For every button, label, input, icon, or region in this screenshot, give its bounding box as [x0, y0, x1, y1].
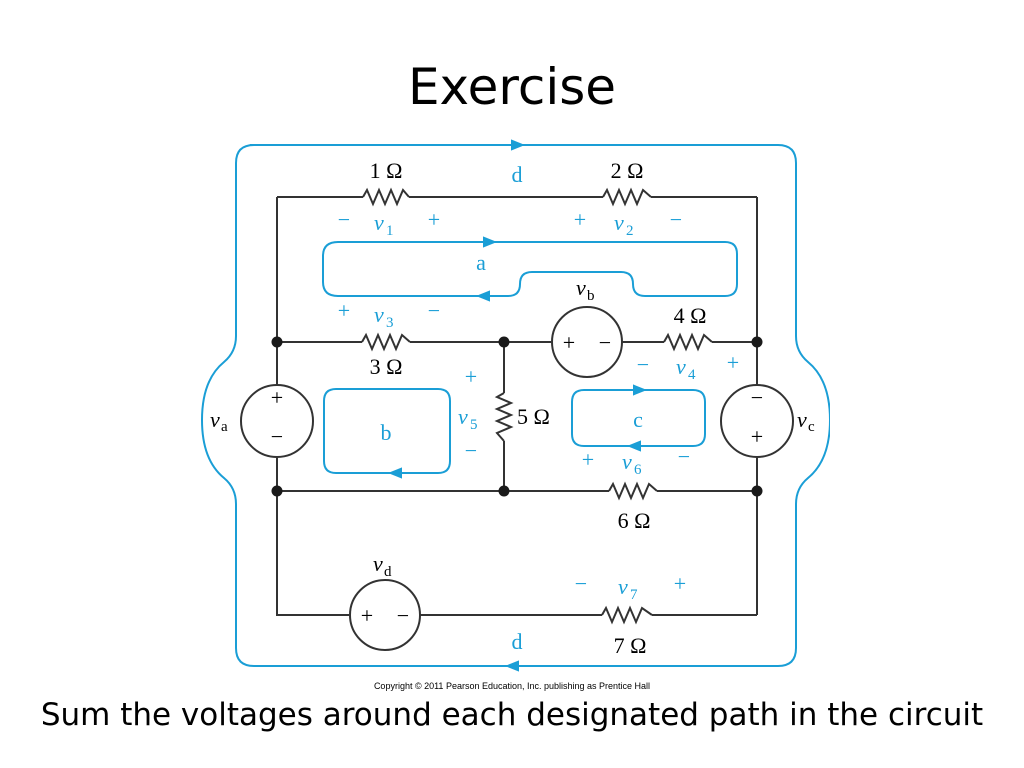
svg-text:v: v — [622, 449, 632, 474]
path-a-label: a — [476, 250, 486, 275]
svg-text:−: − — [428, 298, 440, 323]
voltage-v5: + v 5 − — [458, 364, 478, 463]
circuit-diagram: + − v a + − v b − + v c + − v d 1 Ω 2 Ω … — [200, 139, 830, 672]
svg-text:5: 5 — [470, 417, 478, 433]
svg-text:v: v — [797, 407, 807, 432]
path-c-label: c — [633, 407, 643, 432]
resistor-7-label: 7 Ω — [614, 633, 647, 658]
source-vc: − + v c — [720, 384, 815, 458]
resistor-3 — [361, 332, 411, 352]
resistor-6 — [608, 481, 658, 501]
voltage-v2: + v 2 − — [574, 207, 682, 239]
path-d-bottom-label: d — [512, 629, 523, 654]
resistor-1-label: 1 Ω — [370, 158, 403, 183]
svg-text:+: + — [465, 364, 477, 389]
svg-text:+: + — [674, 571, 686, 596]
voltage-v3: + v 3 − — [338, 298, 440, 331]
svg-text:−: − — [338, 207, 350, 232]
svg-text:v: v — [676, 354, 686, 379]
resistor-1 — [362, 187, 410, 207]
svg-text:6: 6 — [634, 462, 642, 478]
path-loops — [200, 139, 830, 672]
svg-text:−: − — [751, 385, 763, 410]
voltage-labels: − v 1 + + v 2 − + v 3 − − v 4 + + v 5 − — [338, 207, 739, 603]
svg-text:−: − — [637, 352, 649, 377]
svg-text:2: 2 — [626, 223, 634, 239]
voltage-v4: − v 4 + — [637, 350, 739, 383]
svg-text:3: 3 — [386, 315, 394, 331]
source-va: + − v a — [210, 384, 314, 458]
source-vd: + − v d — [349, 551, 421, 651]
resistor-6-label: 6 Ω — [618, 508, 651, 533]
path-b-label: b — [381, 420, 392, 445]
svg-text:a: a — [221, 419, 228, 435]
voltage-v7: − v 7 + — [575, 571, 686, 603]
svg-text:v: v — [210, 407, 220, 432]
path-labels: d a b c d — [381, 162, 644, 654]
svg-text:+: + — [271, 385, 283, 410]
svg-text:−: − — [575, 571, 587, 596]
svg-text:−: − — [678, 444, 690, 469]
resistor-5 — [494, 392, 514, 442]
svg-text:−: − — [599, 330, 611, 355]
svg-text:+: + — [563, 330, 575, 355]
voltage-v1: − v 1 + — [338, 207, 440, 239]
resistor-3-label: 3 Ω — [370, 354, 403, 379]
svg-text:−: − — [397, 603, 409, 628]
svg-text:+: + — [338, 298, 350, 323]
resistor-5-label: 5 Ω — [517, 404, 550, 429]
svg-text:v: v — [374, 302, 384, 327]
svg-text:4: 4 — [688, 367, 696, 383]
slide-title: Exercise — [407, 58, 617, 116]
svg-text:+: + — [727, 350, 739, 375]
svg-text:1: 1 — [386, 223, 394, 239]
path-c-loop — [571, 389, 706, 447]
svg-text:+: + — [582, 447, 594, 472]
svg-text:7: 7 — [630, 587, 638, 603]
resistor-4 — [663, 332, 713, 352]
resistor-4-label: 4 Ω — [674, 303, 707, 328]
resistors — [361, 187, 713, 625]
svg-text:c: c — [808, 419, 815, 435]
svg-text:+: + — [361, 603, 373, 628]
svg-text:d: d — [384, 564, 392, 580]
svg-text:+: + — [574, 207, 586, 232]
circuit-nodes — [271, 336, 763, 497]
svg-text:v: v — [458, 404, 468, 429]
resistor-7 — [601, 605, 653, 625]
source-vb: + − v b — [551, 275, 623, 378]
path-a-loop — [322, 241, 738, 297]
path-b-loop — [323, 388, 451, 474]
slide-caption: Sum the voltages around each designated … — [40, 697, 984, 733]
resistor-labels: 1 Ω 2 Ω 3 Ω 4 Ω 5 Ω 6 Ω 7 Ω — [370, 158, 707, 658]
resistor-2-label: 2 Ω — [611, 158, 644, 183]
path-d-top-label: d — [512, 162, 523, 187]
resistor-2 — [602, 187, 652, 207]
svg-text:+: + — [751, 424, 763, 449]
voltage-v6: + v 6 − — [582, 444, 690, 478]
svg-text:+: + — [428, 207, 440, 232]
svg-text:b: b — [587, 288, 595, 304]
svg-text:−: − — [670, 207, 682, 232]
svg-text:−: − — [465, 438, 477, 463]
svg-text:v: v — [614, 210, 624, 235]
svg-text:−: − — [271, 424, 283, 449]
svg-text:v: v — [576, 275, 586, 300]
copyright-notice: Copyright © 2011 Pearson Education, Inc.… — [373, 681, 651, 691]
svg-text:v: v — [374, 210, 384, 235]
svg-text:v: v — [618, 574, 628, 599]
svg-text:v: v — [373, 551, 383, 576]
circuit-wires — [276, 196, 758, 616]
